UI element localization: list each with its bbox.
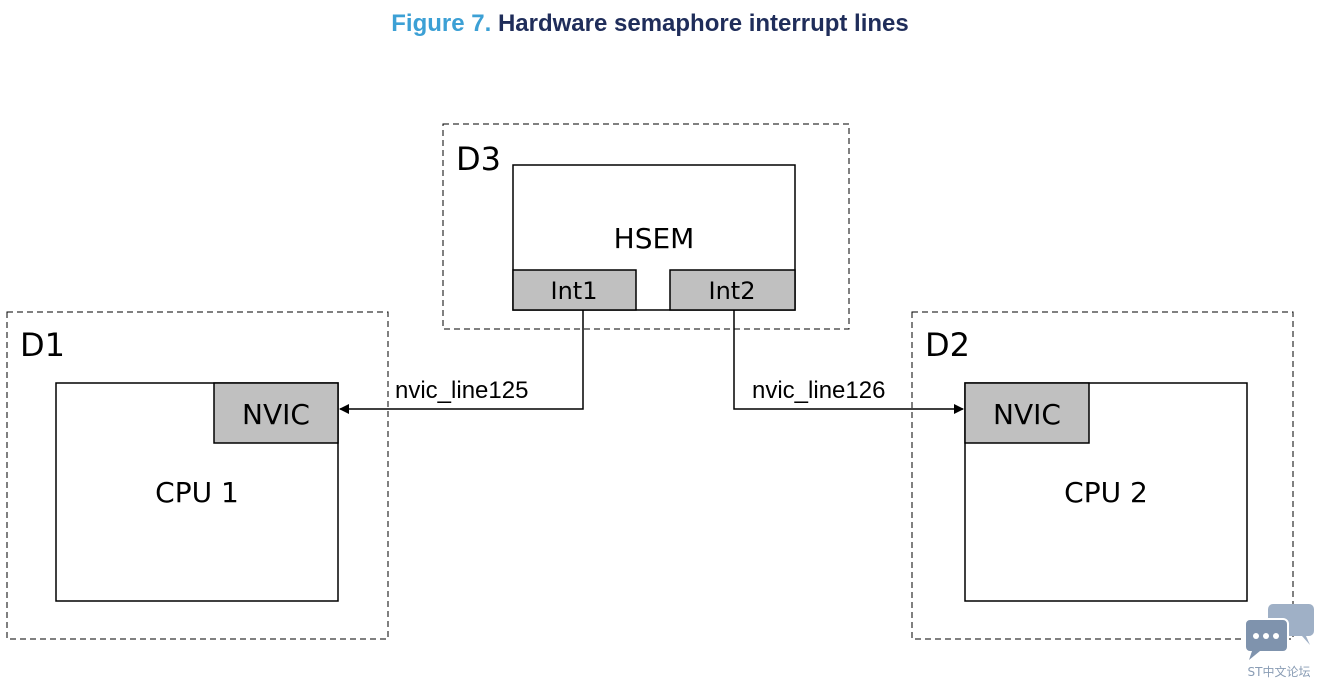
cpu1-label: CPU 1 [155,476,239,509]
connection-nvic-line125: nvic_line125 [339,310,584,414]
cpu2-label: CPU 2 [1064,476,1148,509]
nvic-line126-label: nvic_line126 [752,377,885,404]
cpu2-nvic-block [964,382,1090,444]
domain-d1: D1 CPU 1 NVIC [6,311,389,640]
domain-d3: D3 HSEM Int1 Int2 [442,123,850,330]
domain-d3-border [442,123,850,330]
int1-label: Int1 [551,277,598,305]
cpu1-nvic-block [213,382,339,444]
domain-d1-label: D1 [20,326,65,364]
nvic-line125-wire [339,310,584,414]
domain-d2: D2 CPU 2 NVIC [911,311,1294,640]
cpu1-nvic-label: NVIC [242,398,310,431]
int2-port [669,269,796,311]
int2-label: Int2 [709,277,756,305]
domain-d3-label: D3 [456,140,501,178]
figure-caption: Figure 7. Hardware semaphore interrupt l… [0,10,1300,38]
nvic-line126-wire [733,310,964,414]
figure-number: Figure 7. [391,10,492,37]
hsem-label: HSEM [614,222,695,255]
domain-d2-label: D2 [925,326,970,364]
nvic-line125-label: nvic_line125 [395,377,528,404]
domain-d1-border [6,311,389,640]
int1-port [512,269,637,311]
cpu2-nvic-label: NVIC [993,398,1061,431]
domain-d2-border [911,311,1294,640]
watermark: ST中文论坛 [1244,604,1314,679]
connection-nvic-line126: nvic_line126 [733,310,964,414]
watermark-text: ST中文论坛 [1248,664,1311,679]
figure-title: Hardware semaphore interrupt lines [497,10,909,37]
chat-bubbles-icon [1244,604,1314,660]
